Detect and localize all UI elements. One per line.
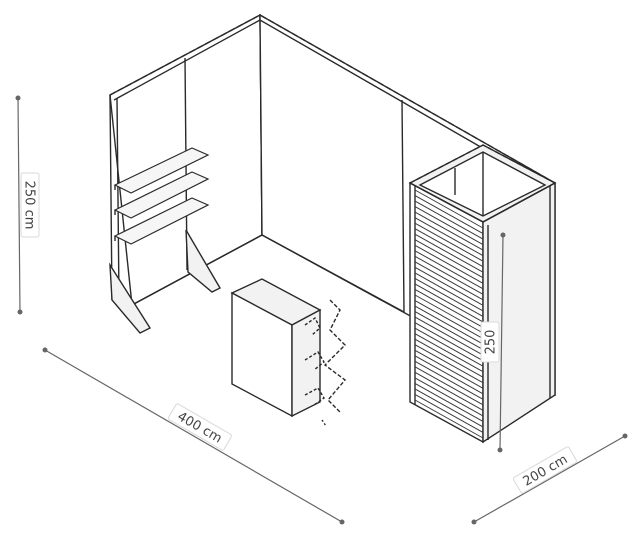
shutter-slat (414, 394, 484, 433)
cabin-height-label: 250 (484, 330, 499, 355)
shutter-slat (414, 300, 484, 339)
shutter-slat (414, 239, 484, 279)
shutter-slat (414, 366, 484, 406)
top-rail (109, 14, 556, 189)
shelf-middle (113, 171, 210, 219)
shutter-slats (414, 189, 484, 439)
shutter-slat (414, 399, 484, 439)
storage-cabin (408, 144, 557, 444)
shutter-slat (414, 344, 484, 384)
height-label: 250 cm (22, 181, 37, 230)
shutter-slat (414, 349, 484, 389)
shutter-slat (414, 217, 484, 257)
shutter-slat (414, 250, 484, 290)
left-post (109, 94, 152, 334)
shutter-slat (414, 283, 484, 323)
cabin-side (482, 181, 556, 444)
counter-cabinet (230, 278, 322, 418)
dimension-height: 250 cm (15, 95, 40, 315)
shelf-top (113, 147, 210, 194)
shutter-slat (414, 371, 484, 411)
shutter-slat (414, 195, 484, 234)
shutter-slat (414, 222, 484, 262)
counter-stand (304, 299, 347, 427)
shutter-slat (414, 360, 484, 400)
shelf-unit (113, 147, 221, 293)
shutter-slat (414, 244, 484, 284)
shutter-slat (414, 322, 484, 362)
shutter-slat (414, 272, 484, 312)
shutter-slat (414, 189, 484, 229)
shutter-slat (414, 377, 484, 417)
shelf-bracket-foot (185, 229, 221, 293)
shutter-slat (414, 316, 484, 356)
shutter-slat (414, 294, 484, 334)
shutter-slat (414, 266, 484, 306)
shutter-slat (414, 255, 484, 295)
dimension-depth: 200 cm (471, 433, 628, 525)
shutter-slat (414, 388, 484, 428)
shutter-slat (414, 228, 484, 268)
shutter-slat (414, 277, 484, 317)
shutter-slat (414, 382, 484, 422)
shutter-slat (414, 355, 484, 395)
dimension-cabin-height: 250 (480, 232, 506, 453)
shutter-slat (414, 338, 484, 378)
shutter-slat (414, 200, 484, 240)
shutter-slat (414, 327, 484, 367)
shutter-slat (414, 206, 484, 246)
shutter-slat (414, 311, 484, 351)
shutter-slat (414, 233, 484, 273)
shutter-slat (414, 305, 484, 345)
shutter-slat (414, 211, 484, 251)
shelf-bottom (113, 197, 210, 245)
shutter-slat (414, 333, 484, 373)
shutter-slat (414, 289, 484, 328)
shutter-slat (414, 261, 484, 301)
